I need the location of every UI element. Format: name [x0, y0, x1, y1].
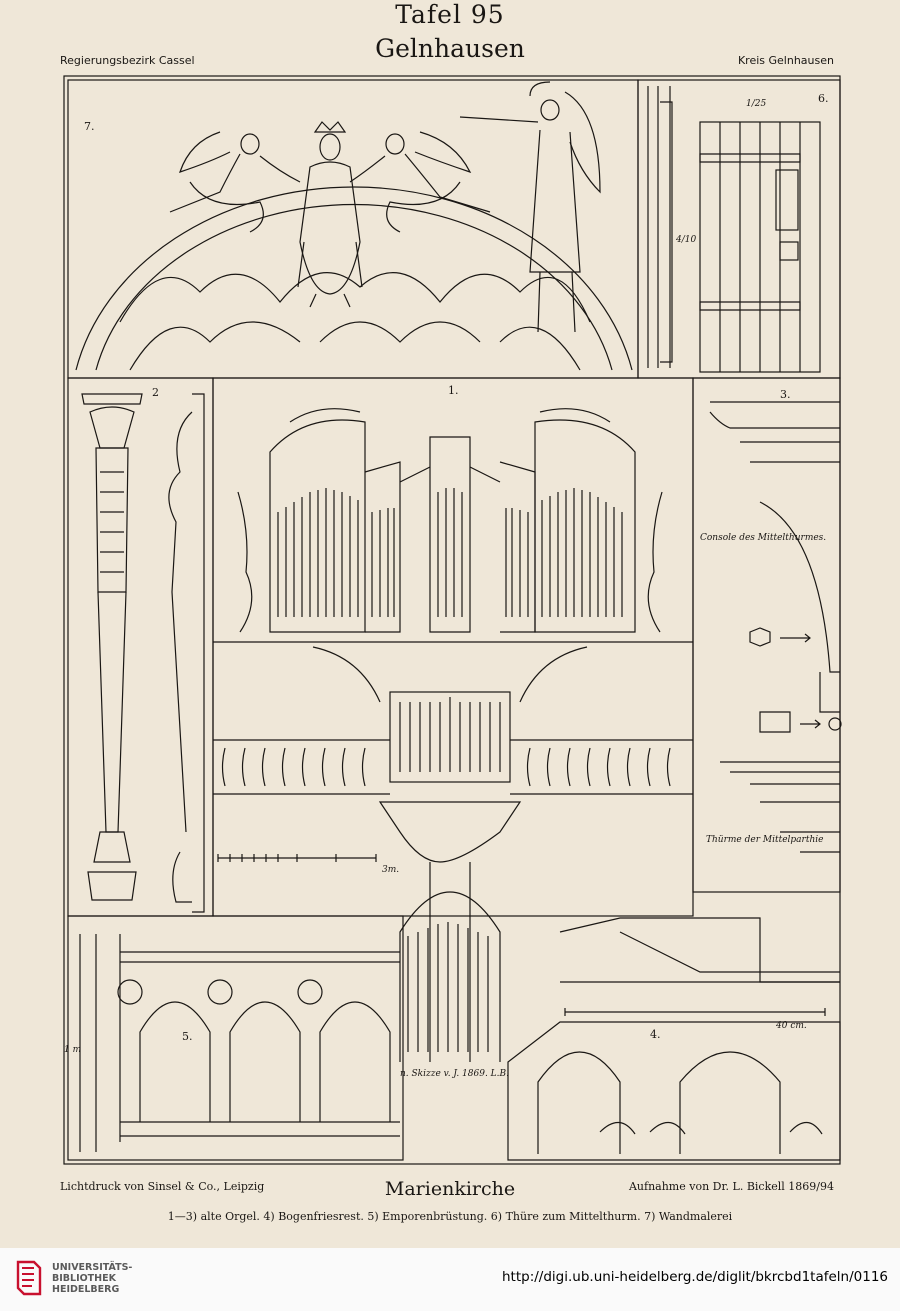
library-name-line2: BIBLIOTHEK — [52, 1273, 116, 1284]
fig1-signature: n. Skizze v. J. 1869. L.B. — [400, 1069, 509, 1079]
footer-survey: Aufnahme von Dr. L. Bickell 1869/94 — [628, 1180, 834, 1193]
plate-page: Tafel 95 Gelnhausen Regierungsbezirk Cas… — [0, 0, 900, 1248]
plate-title: Tafel 95 — [395, 0, 505, 29]
fig5-parapet — [67, 915, 404, 1161]
footer-church: Marienkirche — [384, 1178, 516, 1200]
fig5-label: 5. — [182, 1030, 193, 1043]
fig3-note-towers: Thürme der Mittelparthie — [706, 835, 823, 845]
fig4-arch-frieze — [507, 917, 841, 1161]
library-name-line1: UNIVERSITÄTS- — [52, 1262, 133, 1273]
fig6-scale: 1/25 — [746, 99, 766, 109]
footer-printer: Lichtdruck von Sinsel & Co., Leipzig — [60, 1180, 265, 1193]
header-region: Regierungsbezirk Cassel — [60, 54, 195, 67]
fig1-label: 1. — [448, 384, 459, 397]
plate-figures: 7. 6. 1/25 4/10 2 1. 3. Console des Mitt… — [63, 75, 842, 1165]
plate-caption: 1—3) alte Orgel. 4) Bogenfriesrest. 5) E… — [167, 1210, 733, 1223]
fig7-wall-painting — [67, 79, 639, 379]
fig5-side-label: 1 m — [64, 1045, 81, 1055]
fig7-label: 7. — [84, 120, 95, 133]
plate-place: Gelnhausen — [375, 34, 525, 63]
fig1-scale-label: 3m. — [382, 865, 399, 875]
fig3-note-console: Console des Mittelthurmes. — [700, 533, 826, 543]
fig6-door — [637, 79, 841, 379]
fig6-label: 6. — [818, 92, 829, 105]
fig3-profiles — [692, 377, 842, 893]
plate-frame — [63, 75, 841, 1165]
library-bar: UNIVERSITÄTS- BIBLIOTHEK HEIDELBERG http… — [0, 1248, 900, 1311]
page-url-link[interactable]: http://digi.ub.uni-heidelberg.de/diglit/… — [501, 1269, 888, 1285]
fig2-label: 2 — [152, 386, 159, 399]
header-district: Kreis Gelnhausen — [737, 54, 834, 67]
fig3-label: 3. — [780, 388, 791, 401]
fig4-scale-label: 40 cm. — [775, 1021, 807, 1031]
library-name-line3: HEIDELBERG — [52, 1284, 120, 1295]
fig2-column — [67, 377, 214, 917]
fig4-label: 4. — [650, 1028, 661, 1041]
fig6-height: 4/10 — [675, 235, 696, 245]
library-logo-icon — [16, 1260, 42, 1296]
fig1-organ — [212, 377, 694, 1062]
library-name: UNIVERSITÄTS- BIBLIOTHEK HEIDELBERG — [52, 1262, 132, 1295]
